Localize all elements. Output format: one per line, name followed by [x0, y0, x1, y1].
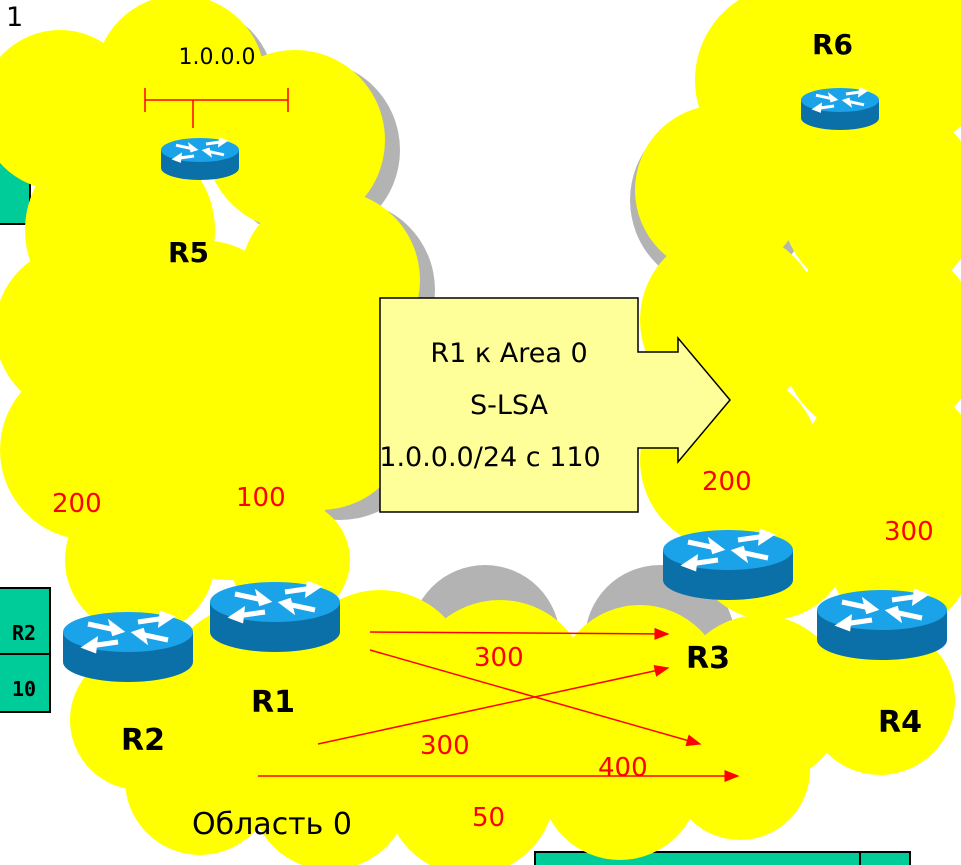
label-r6: R6 [812, 28, 853, 61]
cost-link-r1-r4: 400 [598, 753, 648, 783]
network-label: 1.0.0.0 [179, 45, 256, 70]
network-segment [144, 88, 289, 128]
cost-right-200: 200 [702, 467, 752, 497]
cost-left-200: 200 [52, 489, 102, 519]
top-left-fragment: 1 [6, 2, 23, 33]
lsa-callout [379, 297, 731, 513]
cost-link-r2-r3: 300 [420, 731, 470, 761]
label-r1: R1 [251, 685, 295, 720]
left-table-bottom-row1 [0, 587, 51, 655]
cost-left-100: 100 [236, 483, 286, 513]
router-r2[interactable] [63, 612, 193, 682]
callout-line2: S-LSA [470, 390, 549, 421]
link-r1-r3 [369, 627, 670, 640]
link-r2-r3 [317, 665, 670, 745]
cost-link-r1-r3: 300 [474, 643, 524, 673]
label-r5: R5 [168, 236, 209, 269]
callout-line3: 1.0.0.0/24 с 110 [379, 442, 600, 473]
cost-right-300: 300 [884, 517, 934, 547]
label-r3: R3 [686, 641, 730, 676]
area-2-cloud [635, 0, 961, 630]
area-0-cloud [70, 590, 955, 865]
router-r1[interactable] [210, 582, 340, 652]
label-r2: R2 [121, 723, 165, 758]
link-lines [258, 627, 740, 782]
cost-link-r2-r4: 50 [472, 803, 505, 833]
area-0-label: Область 0 [192, 807, 352, 842]
left-table-row1: R2 [12, 621, 36, 645]
router-r4[interactable] [817, 590, 947, 660]
left-table-bottom-row2 [0, 653, 51, 713]
router-r5[interactable] [159, 136, 241, 182]
label-r4: R4 [878, 705, 922, 740]
callout-line1: R1 к Area 0 [430, 338, 587, 369]
router-r6[interactable] [799, 86, 881, 132]
area-1-cloud [0, 0, 420, 635]
router-r3[interactable] [663, 530, 793, 600]
left-table-row2: 10 [12, 677, 36, 701]
